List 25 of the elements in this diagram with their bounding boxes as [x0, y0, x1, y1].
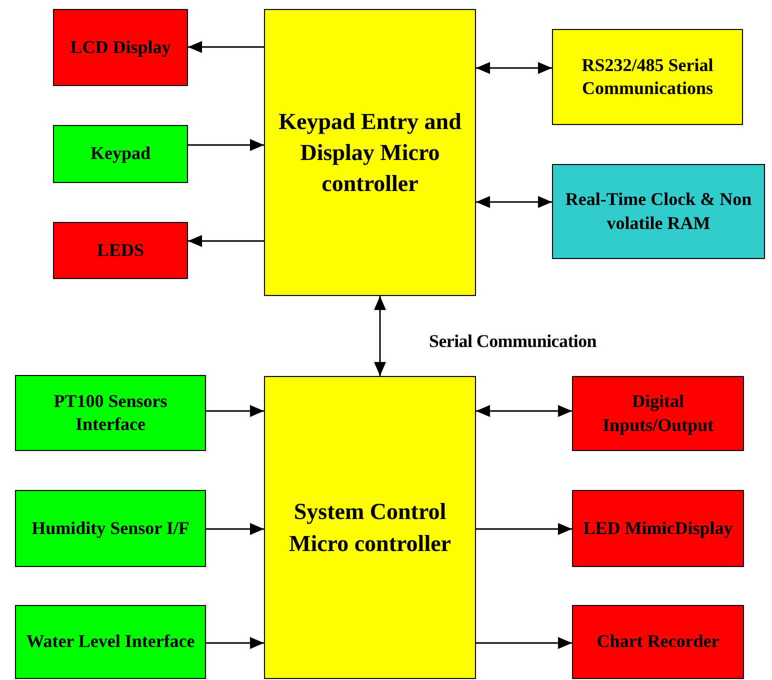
- module-box: RS232/485 Serial Communications: [552, 29, 743, 125]
- module-box: Real-Time Clock & Non volatile RAM: [552, 164, 765, 259]
- module-box: LCD Display: [53, 9, 188, 86]
- module-box: Keypad: [53, 125, 188, 183]
- arrow: [188, 41, 264, 53]
- arrow: [188, 235, 264, 247]
- arrow: [476, 523, 572, 535]
- arrow: [206, 523, 264, 535]
- controller-box: Keypad Entry and Display Micro controller: [264, 9, 476, 296]
- module-box: PT100 Sensors Interface: [15, 375, 206, 451]
- arrow: [206, 637, 264, 649]
- arrow: [188, 139, 264, 151]
- module-box: Water Level Interface: [15, 605, 206, 679]
- arrow: [476, 196, 552, 208]
- controller-box: System Control Micro controller: [264, 376, 476, 679]
- arrow: [476, 637, 572, 649]
- module-box: LED MimicDisplay: [572, 490, 744, 567]
- arrow: [476, 405, 572, 417]
- module-box: Humidity Sensor I/F: [15, 490, 206, 567]
- arrow: [476, 62, 552, 74]
- module-box: LEDS: [53, 222, 188, 279]
- module-box: Digital Inputs/Output: [572, 376, 744, 451]
- arrow: [206, 405, 264, 417]
- module-box: Chart Recorder: [572, 605, 744, 679]
- arrow: [374, 296, 386, 376]
